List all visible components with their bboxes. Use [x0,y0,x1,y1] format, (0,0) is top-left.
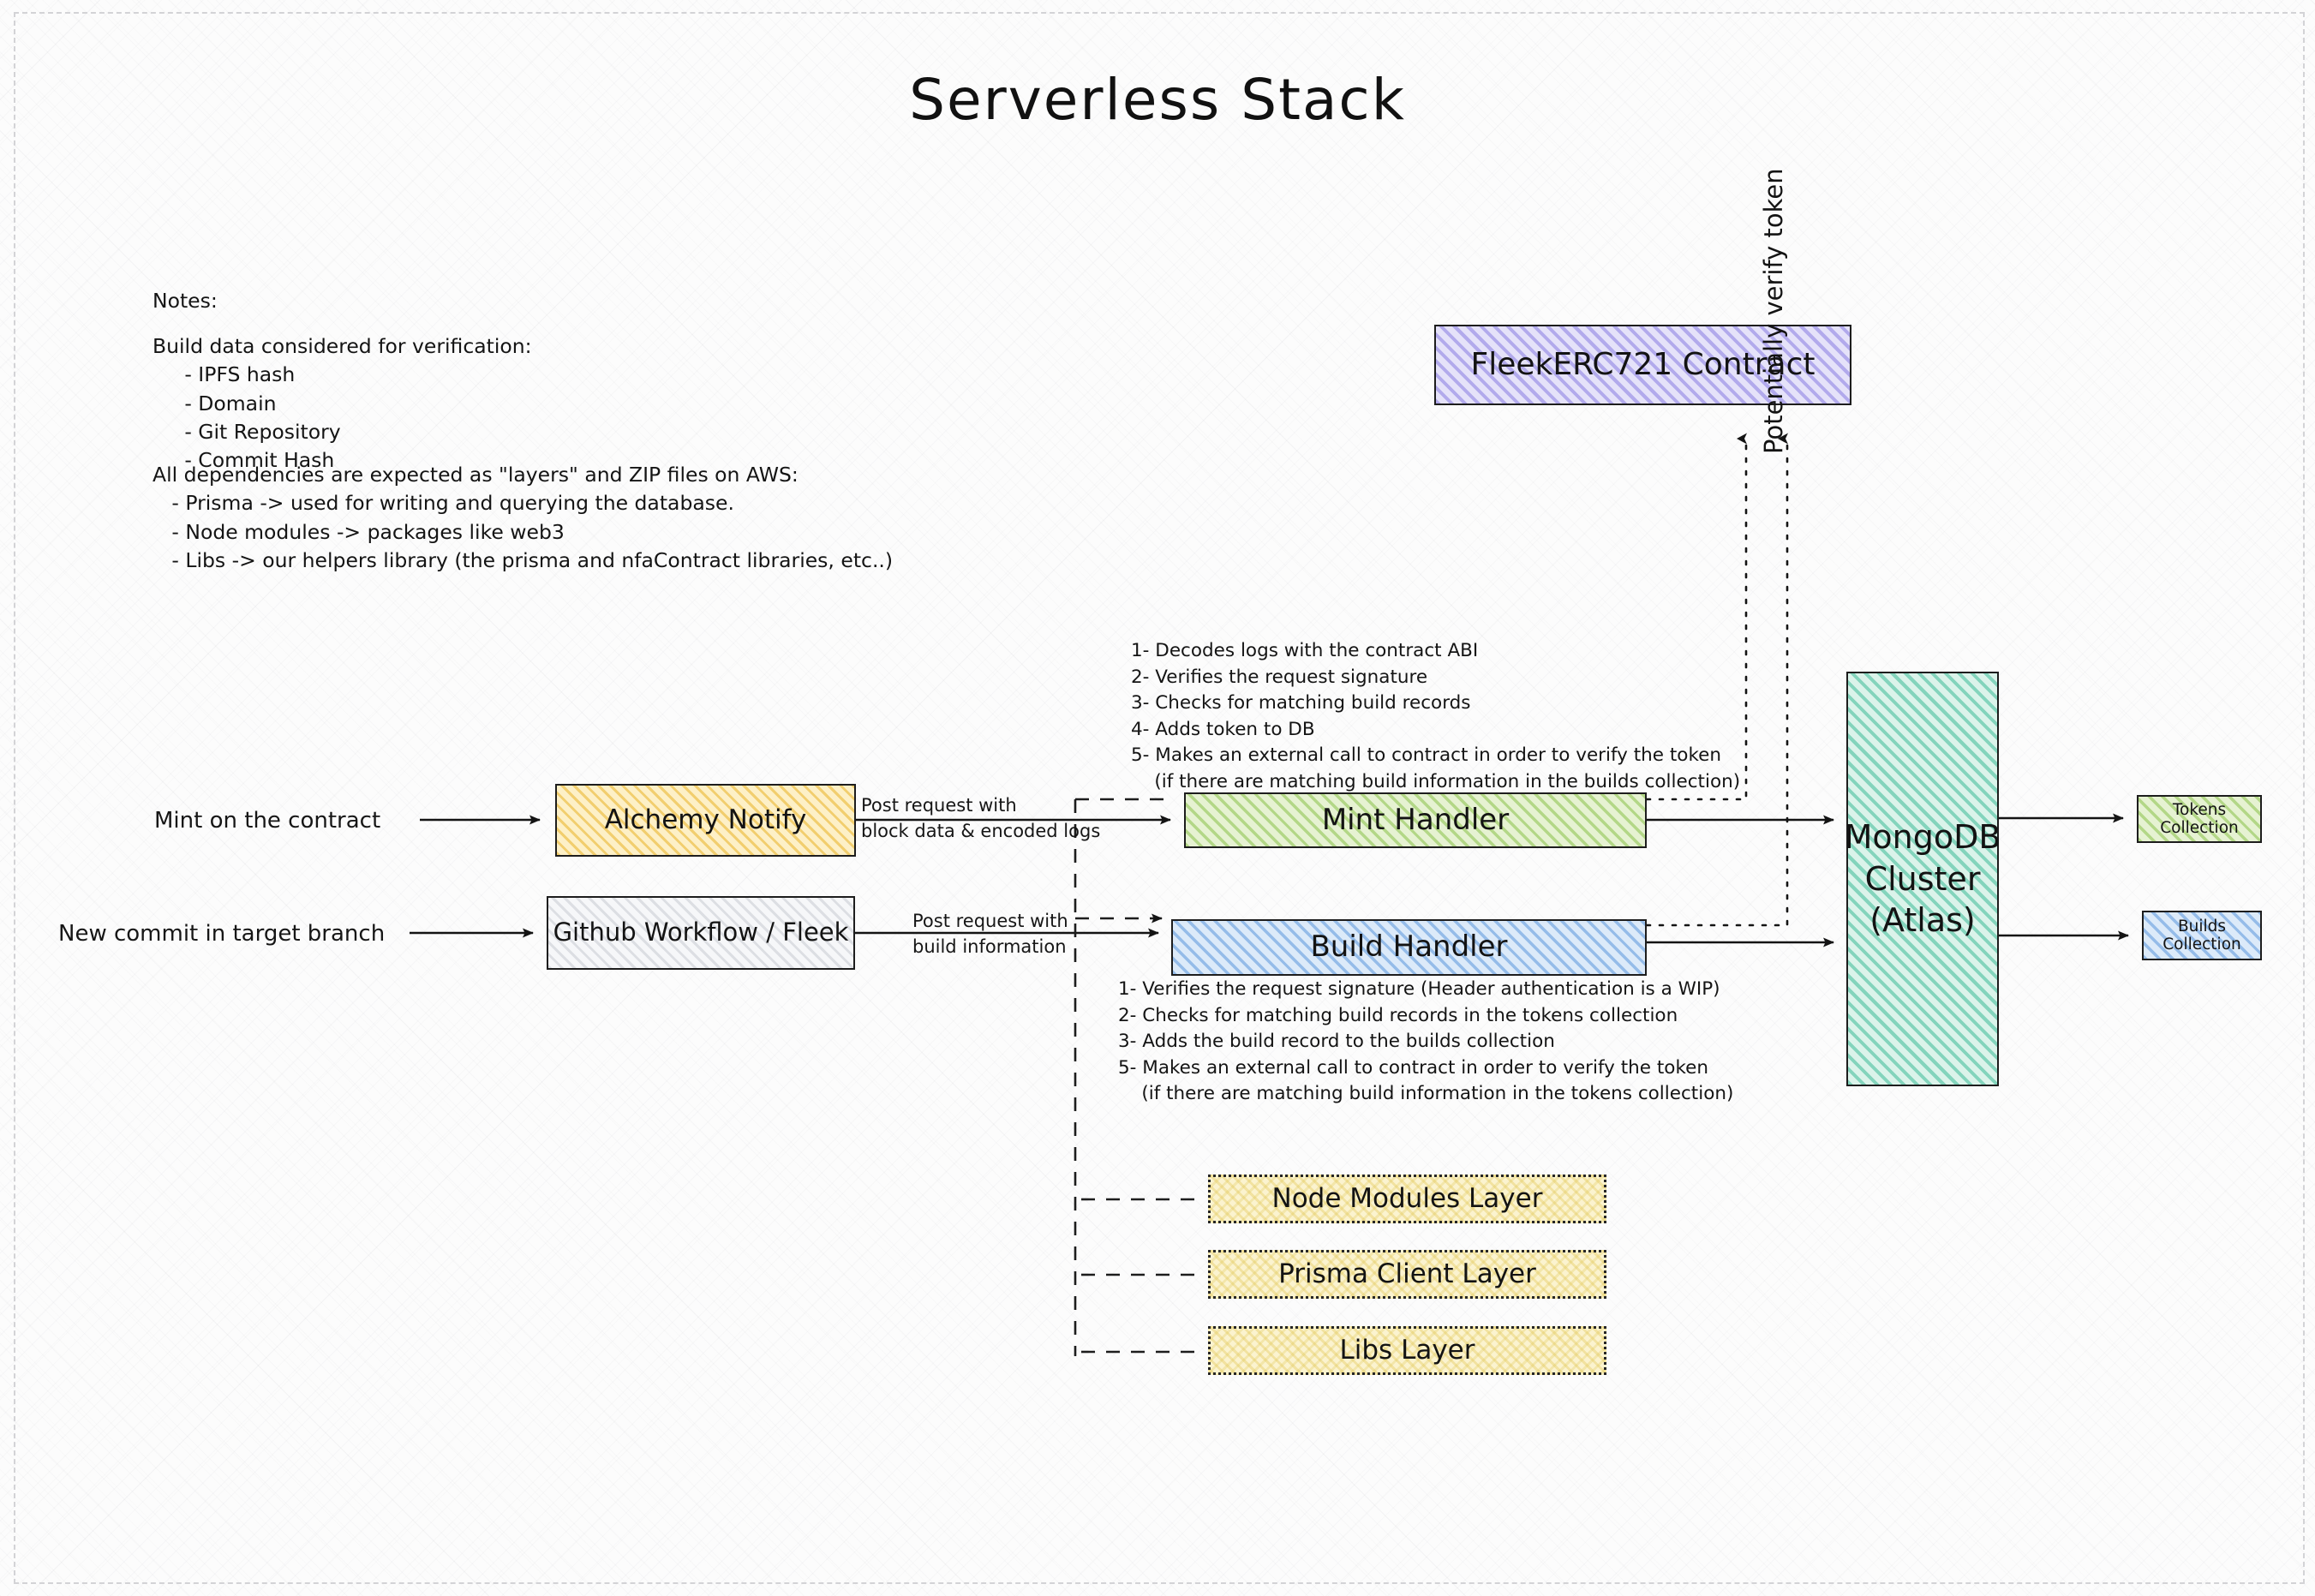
node-prisma-client-layer-label: Prisma Client Layer [1278,1258,1536,1289]
notes-build-data-block: Build data considered for verification: … [153,334,532,473]
node-mint-handler-label: Mint Handler [1321,802,1510,837]
edge-label-build-post-request: Post request with build information [912,911,1068,958]
edge-label-verify-token: Potentially verify token [1759,168,1788,454]
page-title: Serverless Stack [909,67,1406,133]
node-builds-collection[interactable]: Builds Collection [2142,911,2262,960]
node-libs-layer-label: Libs Layer [1339,1334,1475,1366]
node-github-workflow-fleek[interactable]: Github Workflow / Fleek [547,896,855,970]
build-handler-steps: 1- Verifies the request signature (Heade… [1118,978,1734,1105]
node-tokens-collection[interactable]: Tokens Collection [2137,795,2262,843]
node-node-modules-layer-label: Node Modules Layer [1271,1182,1543,1214]
node-node-modules-layer[interactable]: Node Modules Layer [1208,1175,1606,1223]
edge-label-mint-trigger: Mint on the contract [154,808,381,834]
node-alchemy-notify-label: Alchemy Notify [604,804,807,835]
dotted-build-to-contract [1645,433,1789,927]
mint-handler-steps: 1- Decodes logs with the contract ABI 2-… [1131,640,1741,792]
edge-label-commit-trigger: New commit in target branch [58,921,386,947]
node-mongodb-cluster-label: MongoDB Cluster (Atlas) [1844,818,2001,940]
node-builds-collection-label: Builds Collection [2162,917,2241,953]
notes-heading: Notes: [153,289,218,313]
node-alchemy-notify[interactable]: Alchemy Notify [555,784,856,857]
node-mint-handler[interactable]: Mint Handler [1184,792,1647,848]
notes-dependencies-block: All dependencies are expected as "layers… [153,463,894,573]
node-build-handler[interactable]: Build Handler [1171,919,1647,976]
node-libs-layer[interactable]: Libs Layer [1208,1326,1606,1375]
node-tokens-collection-label: Tokens Collection [2160,800,2239,837]
node-prisma-client-layer[interactable]: Prisma Client Layer [1208,1250,1606,1299]
node-github-workflow-fleek-label: Github Workflow / Fleek [553,918,849,947]
node-build-handler-label: Build Handler [1310,930,1508,965]
node-fleekerc721-contract[interactable]: FleekERC721 Contract [1434,325,1851,405]
edge-label-mint-post-request: Post request with block data & encoded l… [861,795,1101,842]
node-mongodb-cluster[interactable]: MongoDB Cluster (Atlas) [1844,672,2001,1086]
node-fleekerc721-contract-label: FleekERC721 Contract [1470,347,1816,383]
